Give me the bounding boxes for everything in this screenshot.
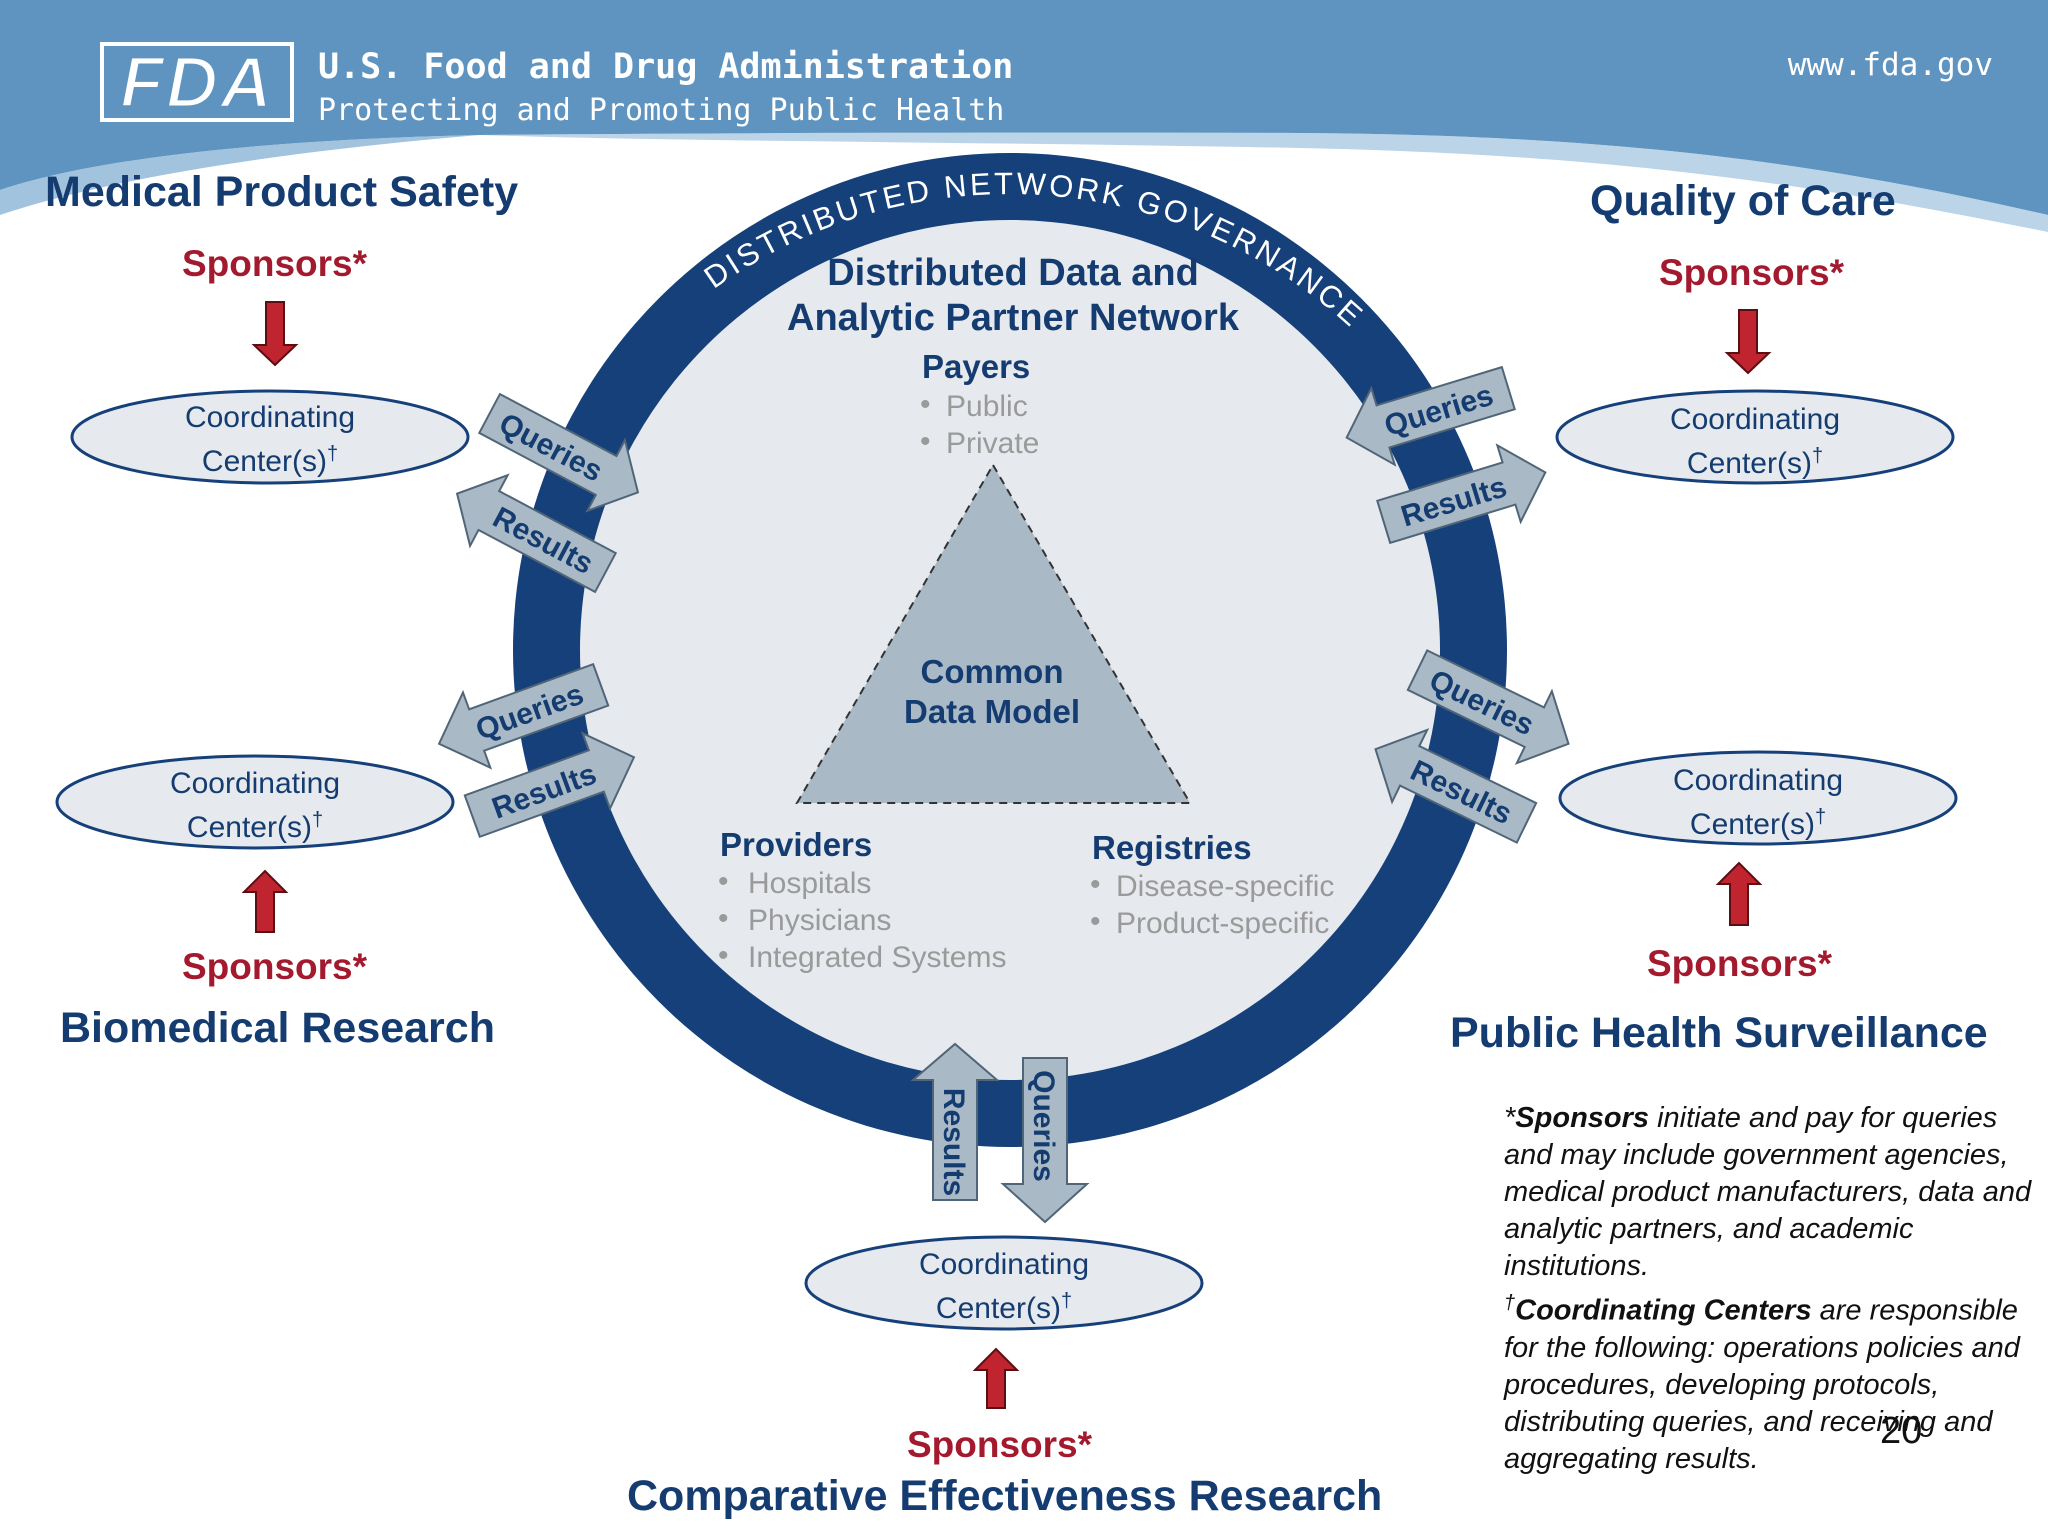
cc-line1: Coordinating <box>918 1248 1090 1281</box>
footnote-sponsors: *Sponsors initiate and pay for queries a… <box>1504 1100 2044 1285</box>
agency-name: U.S. Food and Drug Administration <box>318 47 1013 87</box>
sponsors-label: Sponsors* <box>182 243 368 284</box>
cc-line1: Coordinating <box>169 767 341 800</box>
sponsor-arrow-up <box>972 1347 1020 1409</box>
footnote-centers: †Coordinating Centers are responsible fo… <box>1504 1285 2044 1478</box>
coordinating-center-ellipse <box>70 389 470 485</box>
sponsor-arrow-up <box>1715 861 1763 926</box>
list-bullet: • <box>920 425 931 458</box>
coordinating-center-ellipse <box>55 754 455 850</box>
network-title-line1: Distributed Data and <box>827 252 1199 294</box>
domain-title-biomedical-research: Biomedical Research <box>60 1004 495 1052</box>
payers-title: Payers <box>922 348 1030 385</box>
providers-item: Physicians <box>748 904 891 937</box>
sponsors-label: Sponsors* <box>907 1424 1093 1465</box>
list-bullet: • <box>1090 868 1101 901</box>
coordinating-center-label: Coordinating Center(s)† <box>904 1246 1104 1327</box>
dagger-mark: † <box>1504 1292 1516 1314</box>
domain-title-comparative-effectiveness-research: Comparative Effectiveness Research <box>627 1472 1383 1520</box>
cc-line2: Center(s) <box>201 445 327 478</box>
registries-item: Disease-specific <box>1116 870 1334 903</box>
domain-title-quality-of-care: Quality of Care <box>1590 177 1896 225</box>
agency-tagline: Protecting and Promoting Public Health <box>318 93 1004 128</box>
sponsor-arrow-down <box>1724 309 1772 375</box>
registries-list: • Disease-specific • Product-specific <box>1090 868 1334 940</box>
cc-line2: Center(s) <box>186 811 312 844</box>
results-arrow: Results <box>910 1042 1000 1201</box>
cc-line2: Center(s) <box>935 1292 1061 1325</box>
common-data-model-triangle <box>795 463 1192 804</box>
coordinating-center-label: Coordinating Center(s)† <box>1658 762 1858 843</box>
domain-title-medical-product-safety: Medical Product Safety <box>45 168 519 216</box>
coordinating-center-label: Coordinating Center(s)† <box>1655 401 1855 482</box>
fda-logo-text: FDA <box>120 43 274 123</box>
coordinating-center-ellipse <box>1555 389 1955 485</box>
dagger-mark: † <box>311 809 324 831</box>
providers-item: Hospitals <box>748 867 871 900</box>
footnote-centers-text: are responsible for the following: opera… <box>1504 1294 2020 1475</box>
footnote-sponsors-text: initiate and pay for queries and may inc… <box>1504 1102 2032 1282</box>
queries-arrow-label: Queries <box>1027 1070 1060 1182</box>
queries-arrow: Queries <box>1345 365 1516 467</box>
payers-item: Public <box>946 390 1028 423</box>
sponsor-arrow-down <box>251 301 299 367</box>
payers-item: Private <box>946 427 1039 460</box>
providers-list: • Hospitals • Physicians • Integrated Sy… <box>718 865 1006 974</box>
cc-line2: Center(s) <box>1689 808 1815 841</box>
page-number: 20 <box>1880 1410 1923 1452</box>
cdm-line2: Data Model <box>904 693 1080 730</box>
footnote-sponsors-term: Sponsors <box>1515 1102 1650 1134</box>
payers-list: • Public • Private <box>920 388 1039 460</box>
sponsors-label: Sponsors* <box>1659 252 1845 293</box>
sponsor-arrow-up <box>241 869 289 933</box>
asterisk-mark: * <box>1504 1102 1516 1134</box>
footnote-centers-term: Coordinating Centers <box>1515 1294 1812 1327</box>
coordinating-center-label: Coordinating Center(s)† <box>155 765 355 846</box>
list-bullet: • <box>718 865 729 898</box>
providers-title: Providers <box>720 826 872 863</box>
sponsors-label: Sponsors* <box>182 946 368 987</box>
website-url: www.fda.gov <box>1788 47 1993 83</box>
network-title-line2: Analytic Partner Network <box>787 297 1240 339</box>
list-bullet: • <box>920 388 931 421</box>
results-arrow-label: Results <box>937 1088 970 1196</box>
cc-line2: Center(s) <box>1686 447 1812 480</box>
dagger-mark: † <box>1060 1290 1073 1312</box>
list-bullet: • <box>1090 905 1101 938</box>
dagger-mark: † <box>1814 806 1827 828</box>
coordinating-center-ellipse <box>1558 750 1958 846</box>
coordinating-center-label: Coordinating Center(s)† <box>170 399 370 480</box>
cc-line1: Coordinating <box>1672 764 1844 797</box>
domain-title-public-health-surveillance: Public Health Surveillance <box>1450 1009 1988 1057</box>
header-banner <box>0 0 2048 232</box>
footnote: *Sponsors initiate and pay for queries a… <box>1504 1100 2044 1478</box>
cc-line1: Coordinating <box>1669 403 1841 436</box>
coordinating-center-ellipse <box>804 1235 1204 1331</box>
queries-arrow: Queries <box>1000 1057 1090 1224</box>
cdm-line1: Common <box>921 653 1064 690</box>
registries-title: Registries <box>1092 829 1252 866</box>
registries-item: Product-specific <box>1116 907 1329 940</box>
list-bullet: • <box>718 902 729 935</box>
list-bullet: • <box>718 939 729 972</box>
fda-logo: FDA <box>100 42 294 125</box>
dagger-mark: † <box>326 443 339 465</box>
cc-line1: Coordinating <box>184 401 356 434</box>
providers-item: Integrated Systems <box>748 941 1006 974</box>
sponsors-label: Sponsors* <box>1647 943 1833 984</box>
dagger-mark: † <box>1811 445 1824 467</box>
